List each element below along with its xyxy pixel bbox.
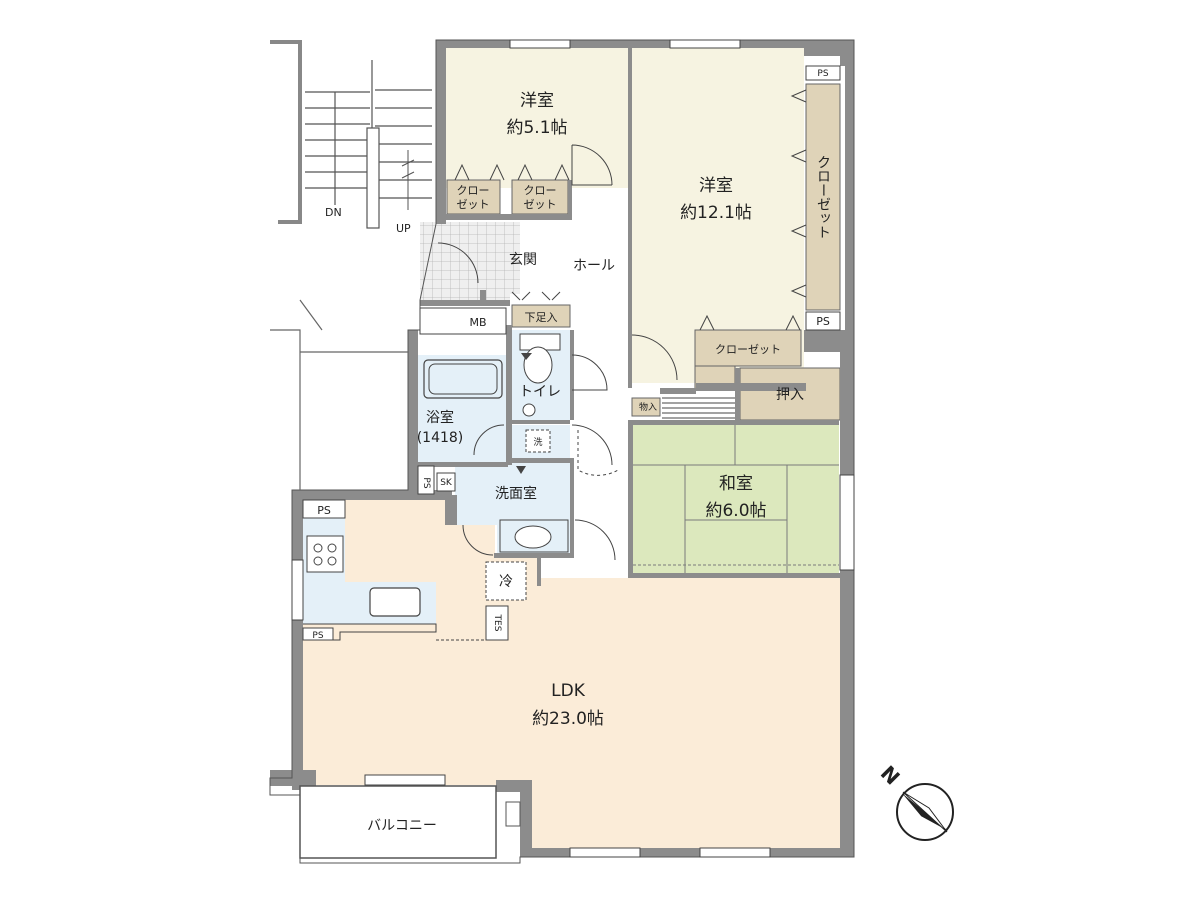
wash-pan-label: 洗 xyxy=(533,436,542,448)
closet-b xyxy=(511,179,569,215)
walls xyxy=(270,40,854,857)
bath-size: (1418) xyxy=(417,430,464,446)
exterior-fragment xyxy=(270,299,408,490)
compass-north-label: N xyxy=(876,761,905,790)
washroom-floor xyxy=(455,463,570,525)
oshiire-label: 押入 xyxy=(776,387,804,403)
geta-box xyxy=(511,304,571,328)
toilet-bowl xyxy=(523,346,553,384)
kitchen-sink xyxy=(369,587,421,617)
ldk-floor xyxy=(303,500,840,848)
stairs-up-label: UP xyxy=(396,222,411,235)
bathtub-inner xyxy=(428,363,498,395)
sk-box xyxy=(436,472,456,492)
sk-label: SK xyxy=(440,478,453,488)
mb-box xyxy=(419,307,507,335)
tes-box xyxy=(485,605,509,641)
closet-tall xyxy=(805,83,841,311)
washroom-name: 洗面室 xyxy=(495,485,537,502)
closet-a-line1: クロー xyxy=(457,184,490,197)
doors xyxy=(437,144,678,561)
wash-pan xyxy=(525,429,551,453)
bathtub xyxy=(423,359,503,399)
closet-tall-label: クローゼット xyxy=(815,155,831,239)
fridge-space xyxy=(485,561,527,601)
balcony-floor xyxy=(299,785,497,859)
western-room-large-name: 洋室 xyxy=(699,176,733,196)
closet-mid xyxy=(694,329,802,367)
stairs-down-label: DN xyxy=(325,206,342,219)
toilet-paper xyxy=(522,403,536,417)
japanese-room-name: 和室 xyxy=(719,474,753,494)
entrance-step xyxy=(486,222,520,294)
tatami-lines xyxy=(633,425,839,573)
closet-a xyxy=(446,179,501,215)
balcony-name: バルコニー xyxy=(367,818,437,834)
hall-name: ホール xyxy=(573,258,615,274)
ps-label-right-top: PS xyxy=(817,69,828,79)
cooktop xyxy=(306,535,344,573)
mb-label: MB xyxy=(469,316,486,329)
closet-a-line2: ゼット xyxy=(457,198,490,211)
compass xyxy=(896,783,954,841)
japanese-room-floor xyxy=(633,425,839,573)
kitchen-counter-edge xyxy=(303,623,437,641)
monoire xyxy=(631,397,661,417)
toilet-name: トイレ xyxy=(519,384,561,400)
wash-basin xyxy=(514,525,552,549)
western-room-large-floor xyxy=(632,48,804,383)
western-room-large-area: 約12.1帖 xyxy=(680,203,752,223)
western-room-small-name: 洋室 xyxy=(520,91,554,111)
tes-label: TES xyxy=(492,614,502,632)
ps-label-kitchen-bottom: PS xyxy=(312,631,323,641)
ps-box-right-top xyxy=(805,65,841,81)
ps-label-right-mid: PS xyxy=(816,315,830,328)
burners xyxy=(313,543,337,566)
bath-name: 浴室 xyxy=(426,409,454,426)
ps-box-right-mid xyxy=(805,311,841,331)
entrance-name: 玄関 xyxy=(509,251,537,268)
japanese-room-area: 約6.0帖 xyxy=(705,501,766,521)
western-room-small-floor xyxy=(446,48,628,188)
monoire-label: 物入 xyxy=(639,401,657,413)
oshiire xyxy=(739,367,841,421)
oshiire-step xyxy=(662,397,735,419)
ps-box-bath xyxy=(417,465,435,495)
geta-label: 下足入 xyxy=(525,311,558,324)
windows xyxy=(291,39,855,858)
closet-mid-label: クローゼット xyxy=(715,343,781,356)
closet-b-line2: ゼット xyxy=(524,198,557,211)
ps-label-kitchen-top: PS xyxy=(317,504,331,517)
ps-box-kitchen-top xyxy=(302,499,346,519)
ldk-area: 約23.0帖 xyxy=(532,709,604,729)
washroom-arrow xyxy=(516,466,526,474)
closet-doors xyxy=(454,89,807,331)
toilet-arrow xyxy=(521,353,532,360)
ldk-name: LDK xyxy=(551,681,586,701)
ps-box-kitchen-bottom xyxy=(302,627,334,641)
western-room-small-area: 約5.1帖 xyxy=(506,118,567,138)
closet-b-line1: クロー xyxy=(524,184,557,197)
ps-label-bath: PS xyxy=(421,477,431,488)
balcony-box xyxy=(505,801,521,827)
fridge-label: 冷 xyxy=(499,574,513,590)
stairwell xyxy=(270,40,432,229)
